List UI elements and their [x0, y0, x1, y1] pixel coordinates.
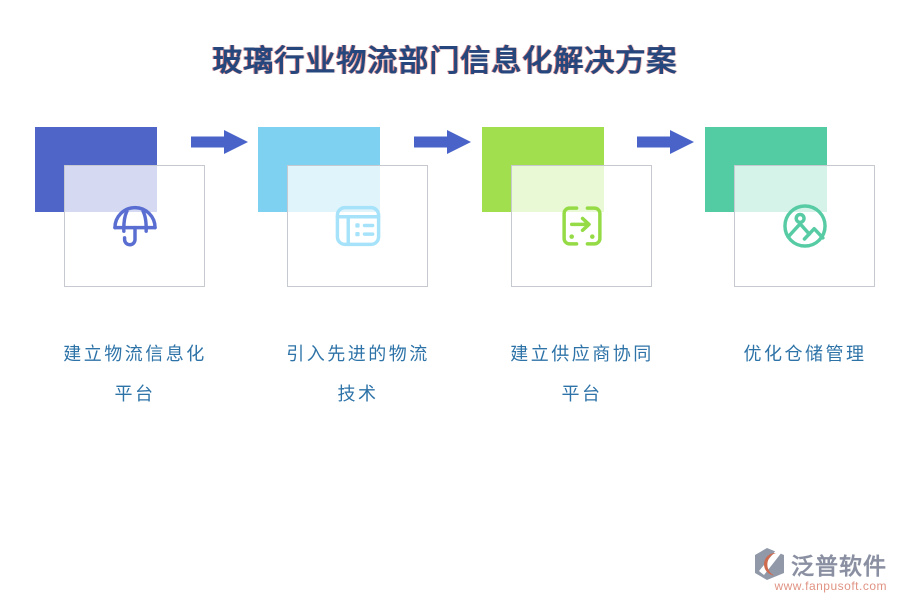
step-warehouse-optimization: 优化仓储管理	[705, 127, 900, 417]
right-arrow-icon	[637, 130, 694, 154]
right-arrow-icon	[191, 130, 248, 154]
step-label: 建立供应商协同 平台	[510, 344, 654, 404]
icon-card	[64, 165, 205, 287]
page-title: 玻璃行业物流部门信息化解决方案	[212, 45, 678, 78]
photo-icon	[779, 200, 831, 252]
step-label: 建立物流信息化 平台	[63, 344, 207, 404]
icon-card	[734, 165, 875, 287]
right-arrow-icon	[414, 130, 471, 154]
footer-logo-row: 泛普软件	[751, 546, 887, 582]
footer-logo-url: www.fanpusoft.com	[774, 579, 887, 593]
step-advanced-technology: 引入先进的物流 技术	[258, 127, 488, 417]
step-logistics-platform: 建立物流信息化 平台	[35, 127, 265, 417]
icon-card	[511, 165, 652, 287]
table-list-icon	[332, 200, 384, 252]
step-label: 优化仓储管理	[743, 344, 867, 364]
transfer-arrow-icon	[556, 200, 608, 252]
icon-card	[287, 165, 428, 287]
fanpu-logo-icon	[755, 548, 784, 580]
step-supplier-collaboration: 建立供应商协同 平台	[482, 127, 712, 417]
footer-logo: 泛普软件 www.fanpusoft.com	[751, 546, 887, 593]
step-label: 引入先进的物流 技术	[286, 344, 430, 404]
footer-logo-name: 泛普软件	[791, 553, 887, 579]
umbrella-icon	[109, 200, 161, 252]
